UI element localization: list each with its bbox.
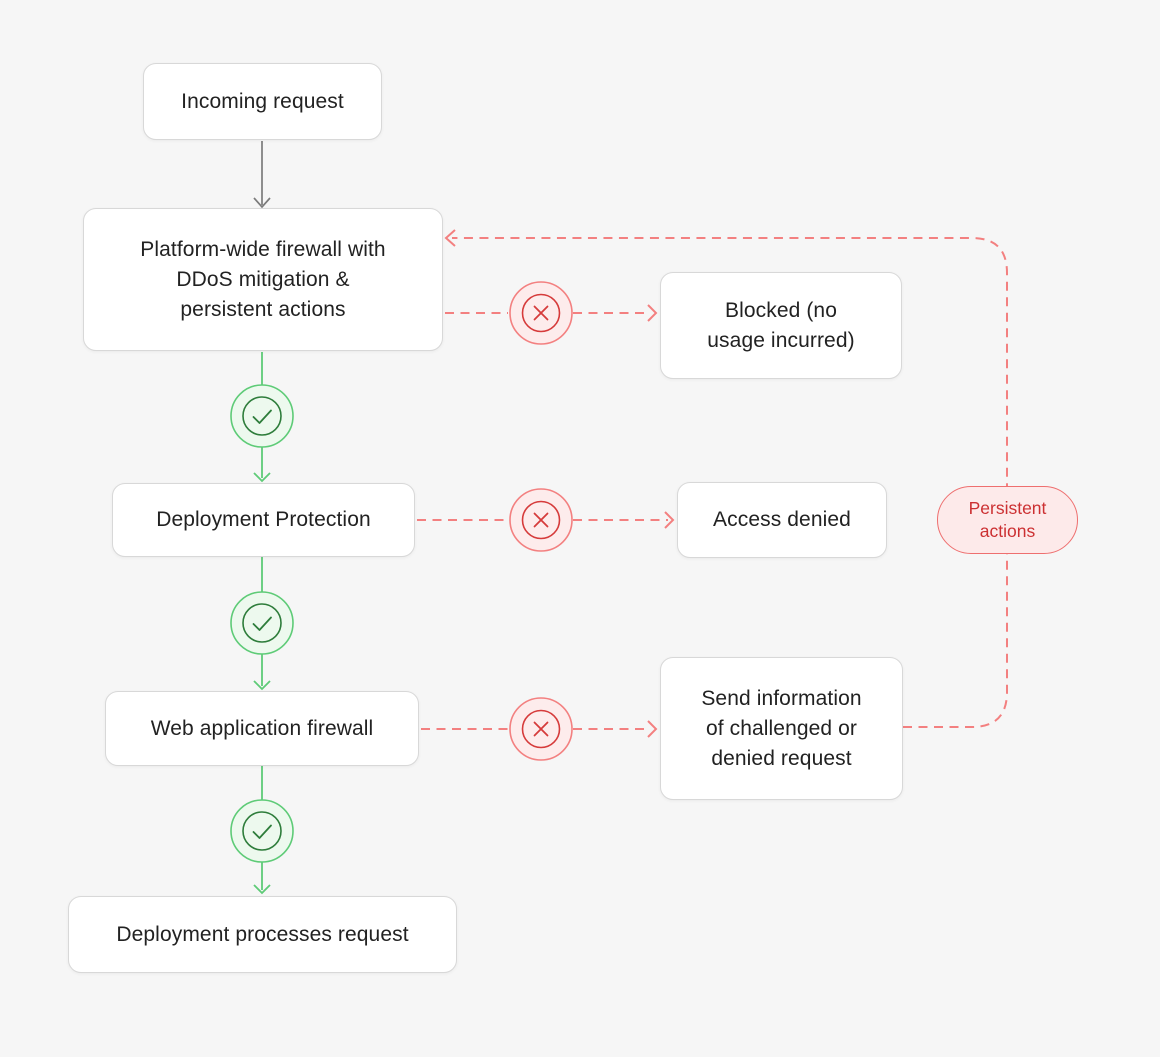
node-access-denied: Access denied: [677, 482, 887, 558]
fail-badge-3: [509, 697, 573, 761]
persistent-actions-pill: Persistent actions: [937, 486, 1078, 554]
x-icon: [509, 697, 573, 761]
node-label: Access denied: [713, 508, 851, 531]
fail-badge-2: [509, 488, 573, 552]
check-icon: [230, 799, 294, 863]
node-label: Platform-wide firewall with DDoS mitigat…: [140, 237, 386, 321]
node-send-information: Send information of challenged or denied…: [660, 657, 903, 800]
node-deployment-processes-request: Deployment processes request: [68, 896, 457, 973]
node-label: Deployment processes request: [116, 922, 409, 946]
x-icon: [509, 488, 573, 552]
pass-badge-1: [230, 384, 294, 448]
pass-badge-3: [230, 799, 294, 863]
node-label: Incoming request: [181, 89, 344, 113]
pass-badge-2: [230, 591, 294, 655]
check-icon: [230, 384, 294, 448]
node-platform-firewall: Platform-wide firewall with DDoS mitigat…: [83, 208, 443, 351]
node-label: Deployment Protection: [156, 508, 371, 531]
pill-label: Persistent actions: [968, 498, 1047, 541]
node-label: Web application firewall: [150, 716, 374, 740]
x-icon: [509, 281, 573, 345]
arrow-incoming-to-firewall: [253, 141, 271, 209]
node-blocked: Blocked (no usage incurred): [660, 272, 902, 379]
fail-badge-1: [509, 281, 573, 345]
node-label: Blocked (no usage incurred): [707, 298, 855, 352]
node-incoming-request: Incoming request: [143, 63, 382, 140]
check-icon: [230, 591, 294, 655]
node-web-application-firewall: Web application firewall: [105, 691, 419, 766]
node-label: Send information of challenged or denied…: [701, 686, 862, 770]
node-deployment-protection: Deployment Protection: [112, 483, 415, 557]
